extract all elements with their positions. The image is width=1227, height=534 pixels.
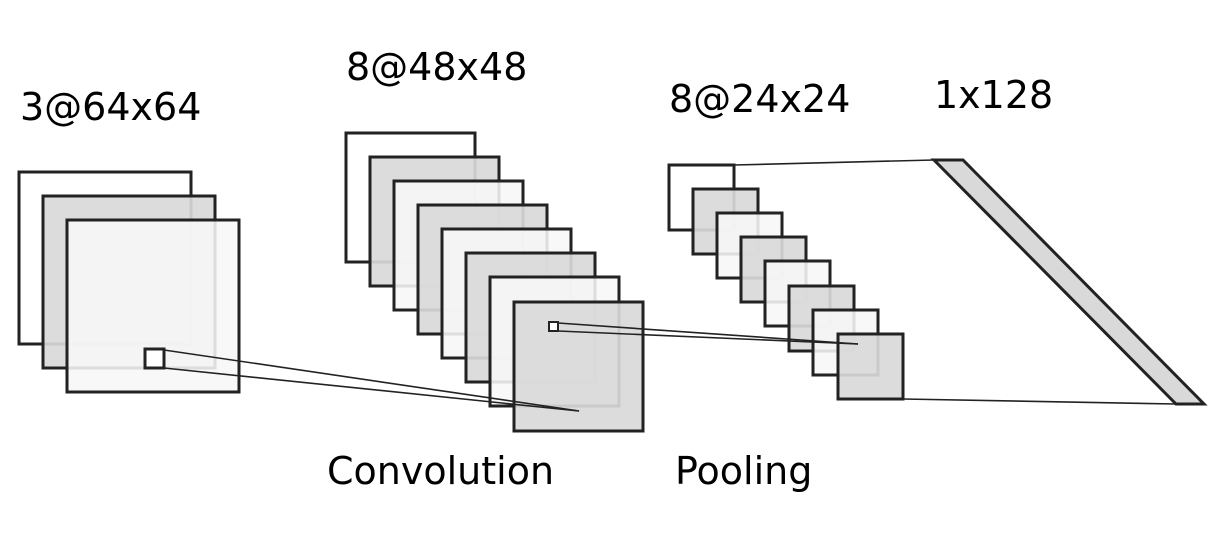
fc-vector	[930, 158, 1208, 406]
conv-projection-line-top	[163, 349, 580, 412]
pool-layer-label: 8@24x24	[669, 77, 851, 121]
pool-map-8	[836, 332, 905, 401]
conv-map-8	[512, 300, 645, 433]
pool-projection-line-bottom	[557, 330, 859, 345]
pooling-projection	[557, 322, 859, 345]
pool-layer-stack	[667, 163, 905, 401]
pool-projection-line-top	[557, 322, 859, 345]
input-receptive-field	[143, 347, 166, 370]
input-map-3	[65, 218, 241, 394]
fc-connection-line-bottom	[902, 398, 1177, 405]
conv-pooling-window	[548, 321, 559, 332]
conv-layer-label: 8@48x48	[346, 45, 528, 89]
fc-connection-line-top	[733, 159, 935, 166]
input-layer-label: 3@64x64	[20, 85, 202, 129]
conv-layer-stack	[344, 131, 645, 433]
fc-layer-label: 1x128	[934, 73, 1054, 117]
fc-connection	[733, 159, 1177, 405]
input-layer-stack	[17, 170, 241, 394]
pooling-label: Pooling	[675, 449, 813, 493]
convolution-label: Convolution	[327, 449, 555, 493]
conv-projection-line-bottom	[163, 367, 580, 412]
convolution-projection	[163, 349, 580, 412]
